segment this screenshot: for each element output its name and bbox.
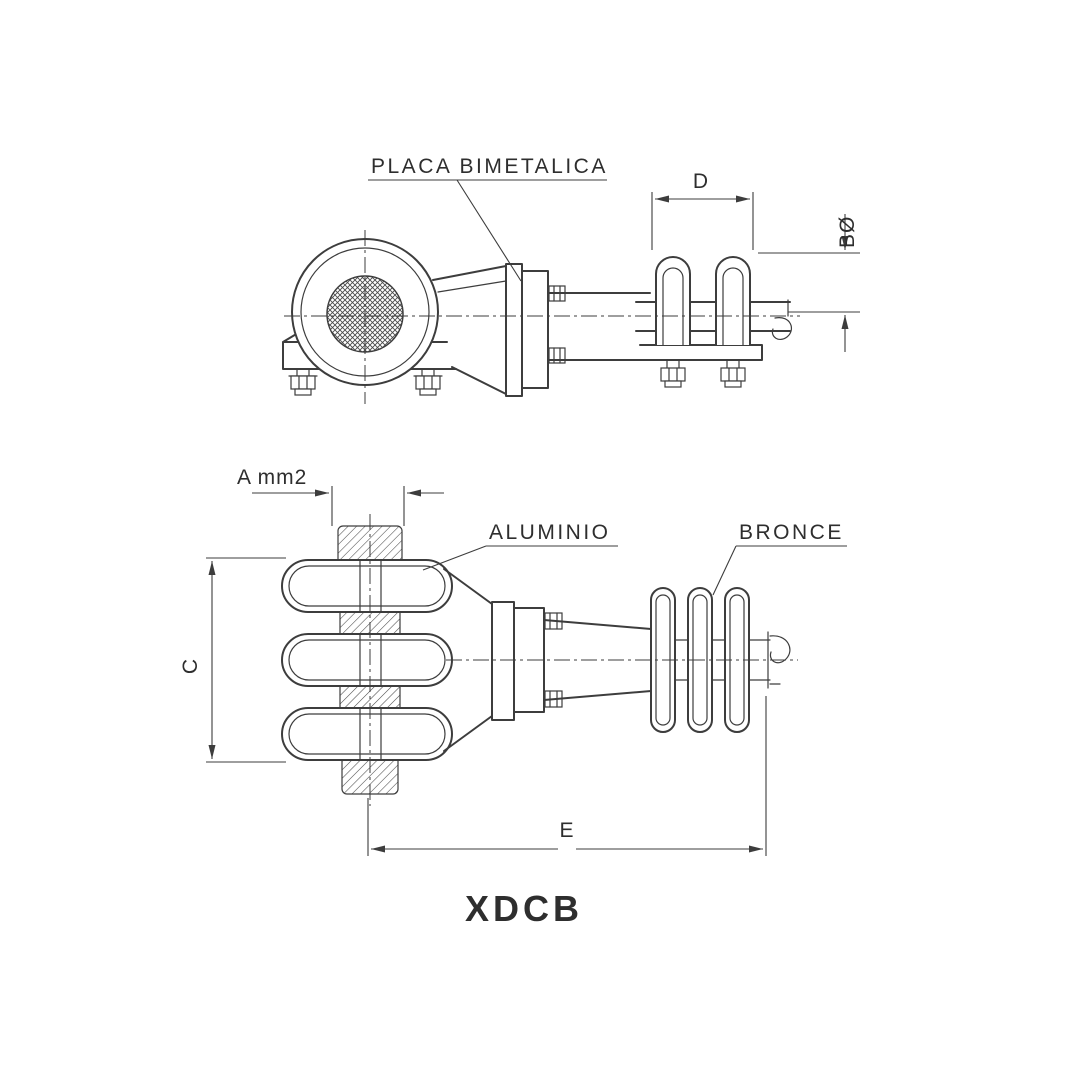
dimension-d: D: [651, 170, 754, 250]
dimension-a-section: A mm2: [237, 466, 444, 526]
label-placa-bimetalica: PLACA BIMETALICA: [368, 155, 608, 282]
aluminio-text: ALUMINIO: [489, 521, 611, 544]
clamp-bolt-right: [413, 368, 443, 396]
flange-plate: [521, 270, 549, 389]
connector-body: [547, 292, 763, 361]
dimension-a-label: A mm2: [237, 466, 307, 489]
aluminium-clamp-bar-2: [281, 633, 453, 687]
label-bronce: BRONCE: [712, 521, 847, 596]
connector-body-plan: [543, 619, 652, 701]
rib-webs: [674, 639, 771, 681]
drawing-title: XDCB: [465, 888, 583, 929]
placa-bimetalica-text: PLACA BIMETALICA: [371, 155, 608, 178]
conductor-hook-plan: [767, 631, 791, 689]
dimension-c-label: C: [179, 658, 202, 674]
dimension-e-label: E: [559, 819, 574, 842]
conductor-hook: [771, 299, 792, 341]
bronce-text: BRONCE: [739, 521, 844, 544]
aluminium-clamp-bar-1: [281, 559, 453, 613]
taper-top-view: [432, 265, 507, 395]
flange-bolts: [548, 285, 566, 364]
dimension-e: E: [367, 696, 767, 856]
taper-bottom-view: [443, 568, 493, 752]
roller-bolt-right: [720, 359, 746, 388]
dimension-c: C: [179, 557, 286, 763]
dimension-b-diameter: BØ: [758, 214, 860, 352]
roller-bolt-left: [660, 359, 686, 388]
label-aluminio: ALUMINIO: [422, 521, 618, 571]
aluminium-clamp-bar-3: [281, 707, 453, 761]
bimetallic-plate-plan: [491, 601, 515, 721]
bimetallic-plate: [505, 263, 523, 397]
top-view: D BØ PLACA BIMETALICA: [282, 155, 860, 404]
dimension-b-label: BØ: [836, 216, 859, 248]
dimension-d-label: D: [693, 170, 709, 193]
clamp-bolt-left: [288, 368, 318, 396]
keeper-roller-right: [715, 256, 751, 346]
keeper-roller-left: [655, 256, 691, 346]
bottom-view: A mm2 C E ALUMINIO BRONCE: [179, 466, 847, 856]
